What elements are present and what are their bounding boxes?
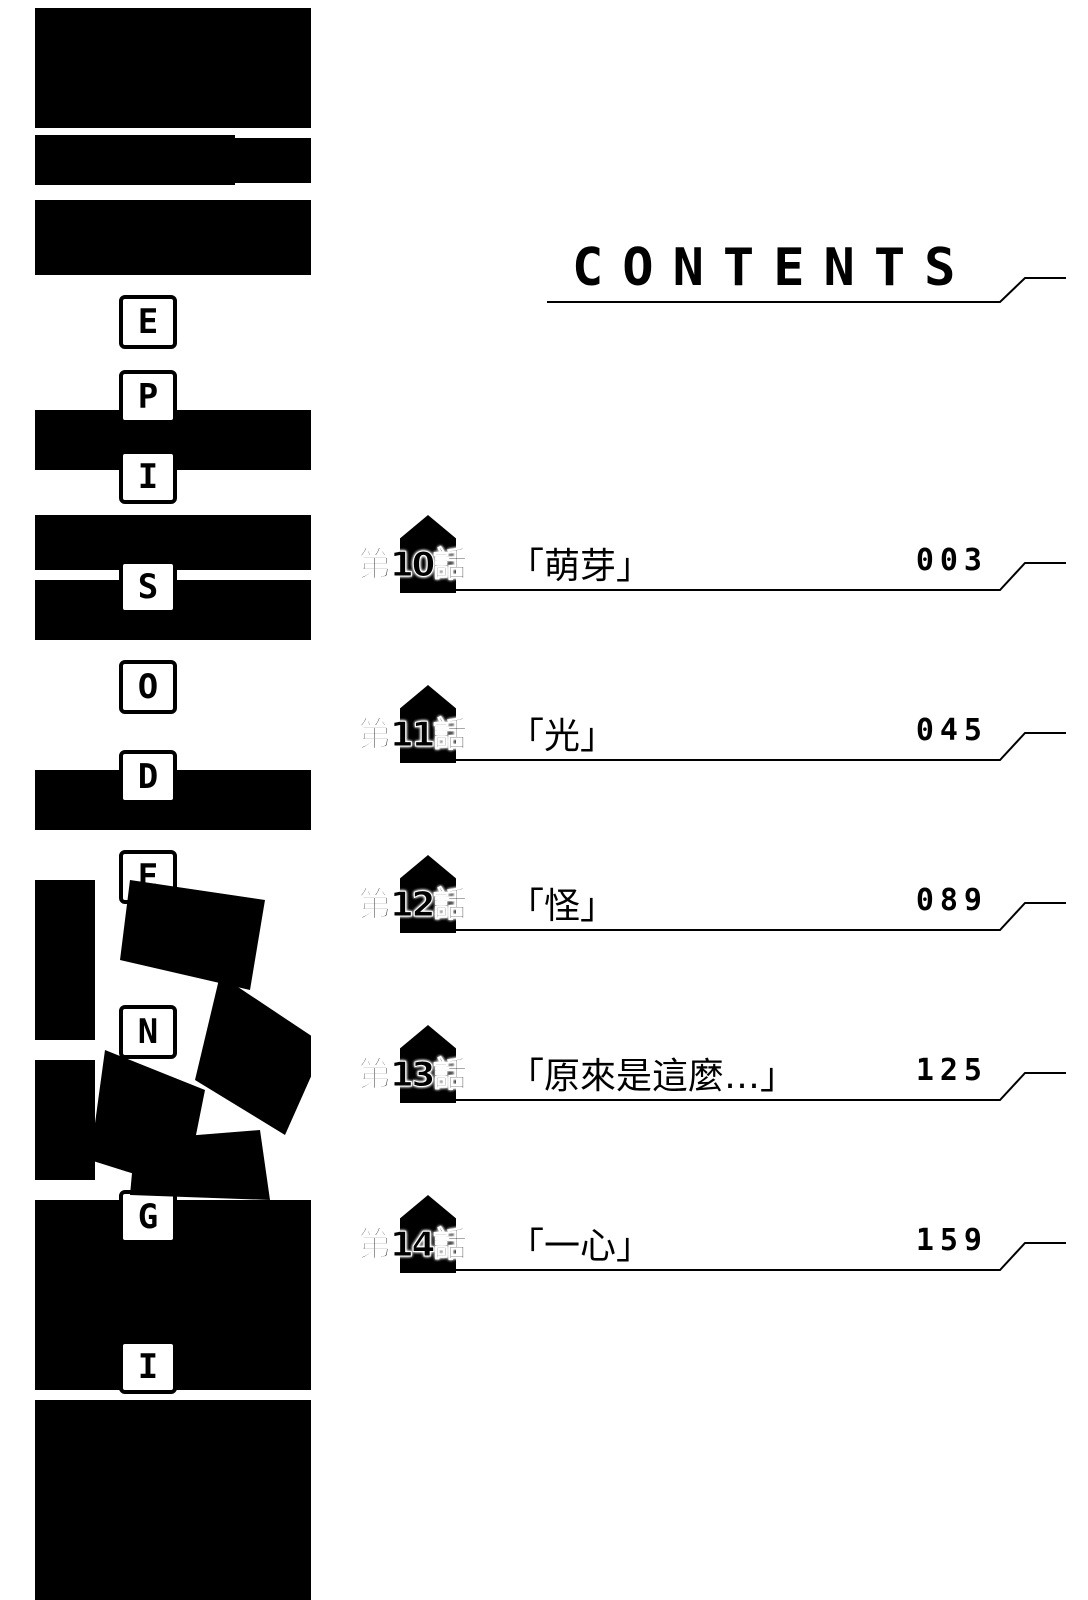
page-number: 159 — [915, 1223, 988, 1258]
logo-diamond-shapes — [90, 880, 311, 1200]
contents-heading: CONTENTS — [572, 238, 975, 298]
chapter-title: 「一心」 — [508, 1226, 653, 1267]
page-number: 089 — [915, 883, 988, 918]
logo-letter: N — [119, 1005, 177, 1059]
series-logo-art: E P I S O D E N A G I — [35, 0, 311, 1600]
chapter-title: 「原來是這麼…」 — [508, 1056, 797, 1097]
toc-entry[interactable]: 第12話 「怪」 089 — [357, 855, 998, 935]
logo-letter: E — [119, 295, 177, 349]
chapter-number: 第10話 — [357, 545, 467, 586]
toc-entry[interactable]: 第13話 「原來是這麼…」 125 — [357, 1025, 998, 1105]
page-number: 045 — [915, 713, 988, 748]
logo-letter: S — [119, 560, 177, 614]
toc-entry[interactable]: 第10話 「萌芽」 003 — [357, 515, 998, 595]
page-number: 125 — [915, 1053, 988, 1088]
logo-letter: P — [119, 370, 177, 424]
toc-entry[interactable]: 第11話 「光」 045 — [357, 685, 998, 765]
toc-entry[interactable]: 第14話 「一心」 159 — [357, 1195, 998, 1275]
chapter-title: 「怪」 — [508, 886, 617, 927]
logo-letter: I — [119, 450, 177, 504]
chapter-title: 「光」 — [508, 716, 617, 757]
chapter-number: 第13話 — [357, 1055, 467, 1096]
chapter-number: 第12話 — [357, 885, 467, 926]
page-number: 003 — [915, 543, 988, 578]
chapter-number: 第14話 — [357, 1225, 467, 1266]
chapter-number: 第11話 — [357, 715, 467, 756]
chapter-title: 「萌芽」 — [508, 546, 653, 587]
logo-letter: I — [119, 1340, 177, 1394]
logo-letter: D — [119, 750, 177, 804]
logo-letter: O — [119, 660, 177, 714]
